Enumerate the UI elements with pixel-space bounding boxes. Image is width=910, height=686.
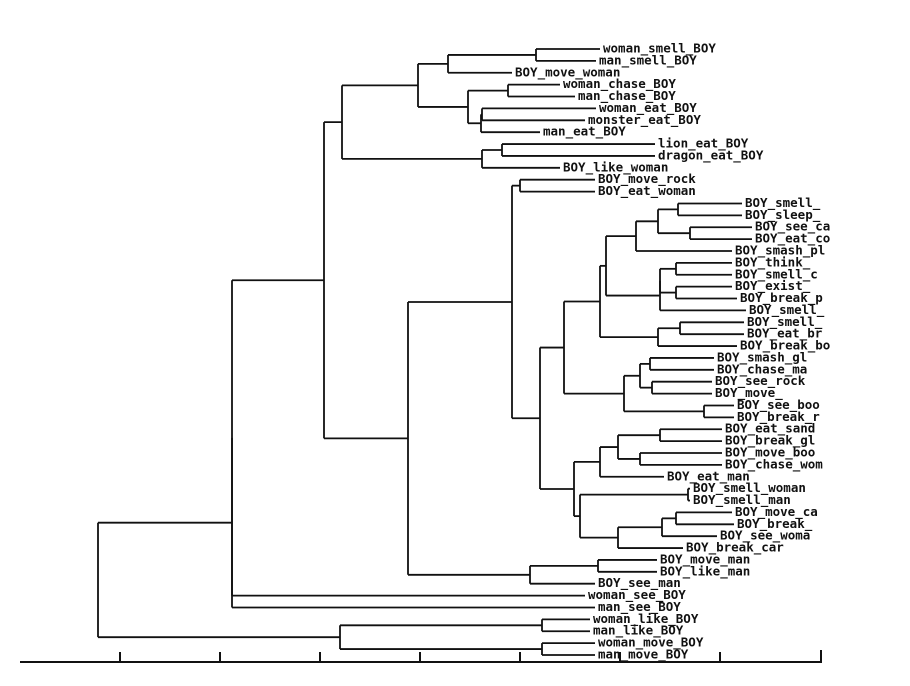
leaf-label: BOY_smash_gl [717,349,807,365]
leaf-label: BOY_smell_man [693,492,791,508]
leaf-label: BOY_eat_co [755,231,830,247]
leaf-label: man_smell_BOY [599,52,697,68]
leaf-label: BOY_break_bo [740,338,830,354]
leaf-label: BOY_eat_woman [598,183,696,199]
leaf-label: lion_eat_BOY [658,136,749,152]
leaf-label: BOY_break_ [737,516,813,532]
leaf-label: BOY_break_gl [725,433,815,449]
leaf-label: BOY_eat_man [667,468,750,484]
leaf-label: BOY_move_ [715,385,783,401]
leaf-label: woman_smell_BOY [603,41,716,57]
leaf-label: BOY_smash_pl [735,243,825,259]
leaf-label: BOY_smell_woman [693,480,806,496]
leaf-label: BOY_smell_ [747,314,823,330]
leaf-label: BOY_break_p [740,290,823,306]
leaf-label: woman_eat_BOY [599,100,697,116]
leaf-label: BOY_think_ [735,254,811,270]
leaf-label: BOY_sleep_ [745,207,821,223]
leaf-label: BOY_smell_ [745,195,821,211]
leaf-label: BOY_see_rock [715,373,806,389]
leaf-label: BOY_see_woma [720,528,810,544]
leaf-label: BOY_chase_ma [717,361,807,377]
leaf-label: BOY_move_ca [735,504,818,520]
leaf-label: man_see_BOY [598,599,681,615]
leaf-label: man_move_BOY [598,647,689,663]
leaf-label: woman_see_BOY [588,587,686,603]
leaf-label: BOY_move_boo [725,445,815,461]
leaf-label: BOY_smell_ [749,302,825,318]
leaf-label: BOY_break_car [686,540,784,556]
leaf-label: woman_like_BOY [593,611,699,627]
leaf-label: BOY_like_man [660,563,750,579]
leaf-label: woman_move_BOY [598,635,704,651]
leaf-label: BOY_like_woman [563,159,668,175]
leaf-label: BOY_see_ca [755,219,830,235]
leaf-label: BOY_move_rock [598,171,696,187]
leaf-label: BOY_break_r [737,409,820,425]
leaf-label: BOY_see_boo [737,397,820,413]
leaf-label: BOY_eat_br [747,326,823,342]
leaf-label: woman_chase_BOY [563,76,676,92]
leaf-label: man_like_BOY [593,623,684,639]
leaf-label: BOY_move_man [660,551,750,567]
leaf-label: monster_eat_BOY [588,112,701,128]
leaf-label: BOY_chase_wom [725,456,823,472]
leaf-label: BOY_move_woman [515,64,620,80]
leaf-label: man_chase_BOY [578,88,676,104]
leaf-label: dragon_eat_BOY [658,147,764,163]
leaf-label: BOY_eat_sand [725,421,815,437]
leaf-label: BOY_see_man [598,575,681,591]
leaf-label: man_eat_BOY [543,124,626,140]
leaf-label: BOY_smell_c [735,266,818,282]
leaf-label: BOY_exist_ [735,278,811,294]
